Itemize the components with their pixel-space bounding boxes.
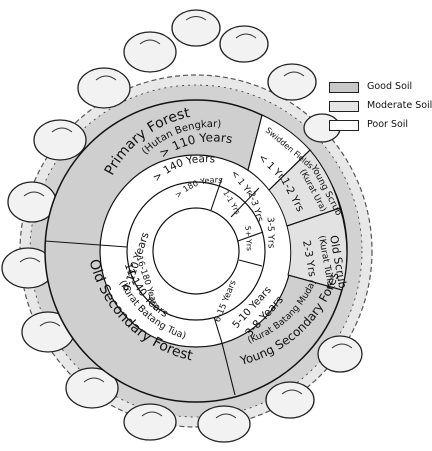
- legend-item-poor-soil: Poor Soil: [329, 118, 429, 135]
- center-hub: [152, 207, 240, 295]
- legend-label: Moderate Soil: [367, 100, 432, 111]
- soil-legend: Good Soil Moderate Soil Poor Soil: [329, 80, 432, 137]
- legend-item-moderate-soil: Moderate Soil: [329, 99, 432, 116]
- legend-swatch: [329, 120, 359, 131]
- legend-swatch: [329, 101, 359, 112]
- legend-label: Good Soil: [367, 81, 413, 92]
- ring2-sector-a: 3-5 Yrs: [265, 217, 276, 249]
- ring3-sector-a: 5+ Yrs: [243, 226, 254, 252]
- legend-item-good-soil: Good Soil: [329, 80, 429, 97]
- legend-swatch: [329, 82, 359, 93]
- legend-label: Poor Soil: [367, 119, 409, 130]
- sector-dividers: [44, 114, 343, 396]
